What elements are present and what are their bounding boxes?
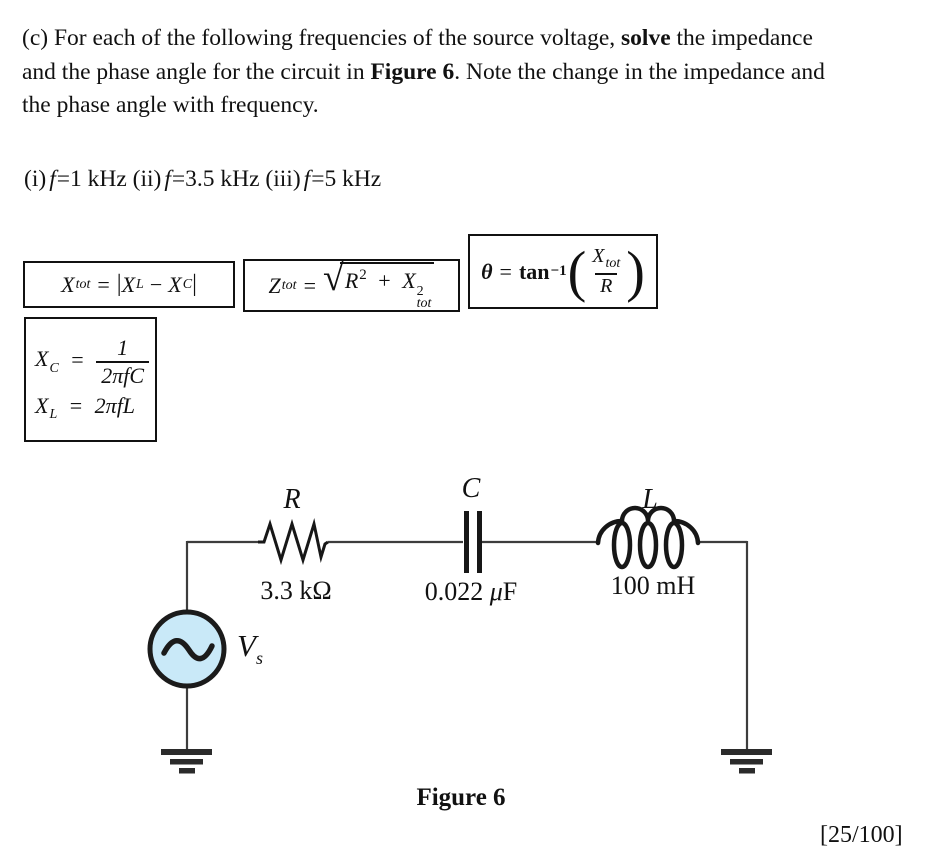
resistor-label: R xyxy=(283,484,301,515)
ac-source-symbol xyxy=(147,609,227,689)
var-z: Z xyxy=(268,272,281,298)
equals-sign: = xyxy=(499,258,512,284)
micro-symbol: μ xyxy=(489,577,503,606)
var-pifl: πfL xyxy=(105,392,136,418)
fraction-numerator: Xtot xyxy=(587,246,625,273)
bold-text-solve: solve xyxy=(621,25,671,51)
source-label: Vs xyxy=(237,628,263,669)
var-r: R xyxy=(344,267,359,293)
formula-box-xc-xl: XC = 1 2πfC XL = 2πfL xyxy=(24,317,157,442)
text-run: . Note the change in the impedance and xyxy=(454,58,825,85)
function-tan: tan xyxy=(518,258,550,284)
freq-symbol-f: f xyxy=(49,166,56,192)
sub-l: L xyxy=(49,406,58,422)
fraction-denominator: 2πfC xyxy=(96,360,150,388)
fraction-denominator: R xyxy=(595,272,618,297)
formula-xc: XC = 1 2πfC xyxy=(35,336,150,388)
var-v: V xyxy=(237,628,256,663)
equals-sign: = xyxy=(97,271,110,297)
open-paren: ( xyxy=(567,239,587,304)
problem-line-3: the phase angle with frequency. xyxy=(22,89,825,123)
freq-index-ii: (ii) xyxy=(132,166,162,192)
freq-symbol-f: f xyxy=(303,166,311,192)
freq-value-3: =5 kHz xyxy=(311,166,382,192)
formula-box-theta: θ = tan−1 ( Xtot R ) xyxy=(468,234,658,309)
sub-tot: tot xyxy=(605,256,621,272)
problem-line-2: and the phase angle for the circuit in F… xyxy=(22,56,825,90)
inductor-label: L xyxy=(642,484,658,515)
sub-c: C xyxy=(182,276,193,292)
sub-l: L xyxy=(136,276,144,292)
sub-tot: tot xyxy=(416,295,432,311)
freq-value-2: =3.5 kHz xyxy=(171,166,260,192)
var-x: X xyxy=(168,271,182,297)
bold-text-figure-6: Figure 6 xyxy=(370,58,455,85)
var-x: X xyxy=(402,267,416,293)
capacitor-value: 0.022 μF xyxy=(396,577,546,607)
var-x: X xyxy=(35,346,49,372)
close-paren: ) xyxy=(626,239,645,304)
var-x: X xyxy=(35,392,49,418)
text-run: the impedance xyxy=(670,25,813,51)
var-x: X xyxy=(61,271,75,297)
var-x: X xyxy=(592,245,605,268)
fraction-xtot-over-r: Xtot R xyxy=(587,246,625,297)
problem-line-1: (c) For each of the following frequencie… xyxy=(22,22,825,56)
numeral-2: 2 xyxy=(94,392,106,418)
freq-symbol-f: f xyxy=(164,166,171,192)
ground-symbol-left xyxy=(161,749,212,774)
sup-2: 2 xyxy=(359,266,367,283)
abs-bar: | xyxy=(192,271,197,297)
equals-sign: = xyxy=(303,272,316,298)
figure-caption: Figure 6 xyxy=(416,784,506,811)
inductor-symbol xyxy=(595,505,701,570)
freq-index-iii: (iii) xyxy=(265,166,301,192)
var-pifc: πfC xyxy=(112,362,145,388)
capacitor-value-number: 0.022 xyxy=(424,577,490,606)
formula-xl: XL = 2πfL xyxy=(35,393,135,423)
text-run: and the phase angle for the circuit in xyxy=(22,58,371,85)
circuit-wires xyxy=(185,540,749,751)
text-run: (c) For each of the following frequencie… xyxy=(22,25,622,51)
equals-sign: = xyxy=(69,392,83,418)
numeral-2: 2 xyxy=(101,362,113,388)
text-run: the phase angle with frequency. xyxy=(22,92,319,118)
frequency-list: (i)f=1 kHz (ii)f=3.5 kHz (iii)f=5 kHz xyxy=(24,166,381,193)
sup-2: 2 xyxy=(416,283,424,299)
radical-sign: √ xyxy=(322,256,344,299)
inductor-value: 100 mH xyxy=(610,571,696,600)
fraction-numerator: 1 xyxy=(112,336,133,360)
equals-sign: = xyxy=(71,346,84,372)
circuit-diagram xyxy=(147,505,772,774)
sub-tot: tot xyxy=(75,276,91,292)
numeral-1: 1 xyxy=(117,335,129,361)
minus-sign: − xyxy=(149,271,163,297)
resistor-symbol xyxy=(258,518,329,566)
sup-minus-1: −1 xyxy=(550,263,567,279)
freq-value-1: =1 kHz xyxy=(56,166,127,192)
sub-tot: tot xyxy=(281,277,297,293)
sine-wave-icon xyxy=(161,638,215,662)
resistor-value: 3.3 kΩ xyxy=(260,576,332,605)
problem-statement: (c) For each of the following frequencie… xyxy=(22,22,825,123)
capacitor-symbol xyxy=(464,511,482,573)
sub-s: s xyxy=(255,648,263,668)
var-x: X xyxy=(121,271,136,297)
capacitor-label: C xyxy=(461,473,481,504)
capacitor-value-unit: F xyxy=(502,577,518,606)
ground-symbol-right xyxy=(721,749,772,774)
plus-sign: + xyxy=(378,267,391,293)
abs-bar: | xyxy=(116,271,122,297)
freq-index-i: (i) xyxy=(24,166,47,192)
sub-c: C xyxy=(49,360,59,376)
fraction-1-over-2pifc: 1 2πfC xyxy=(96,336,150,388)
var-theta: θ xyxy=(481,258,493,284)
